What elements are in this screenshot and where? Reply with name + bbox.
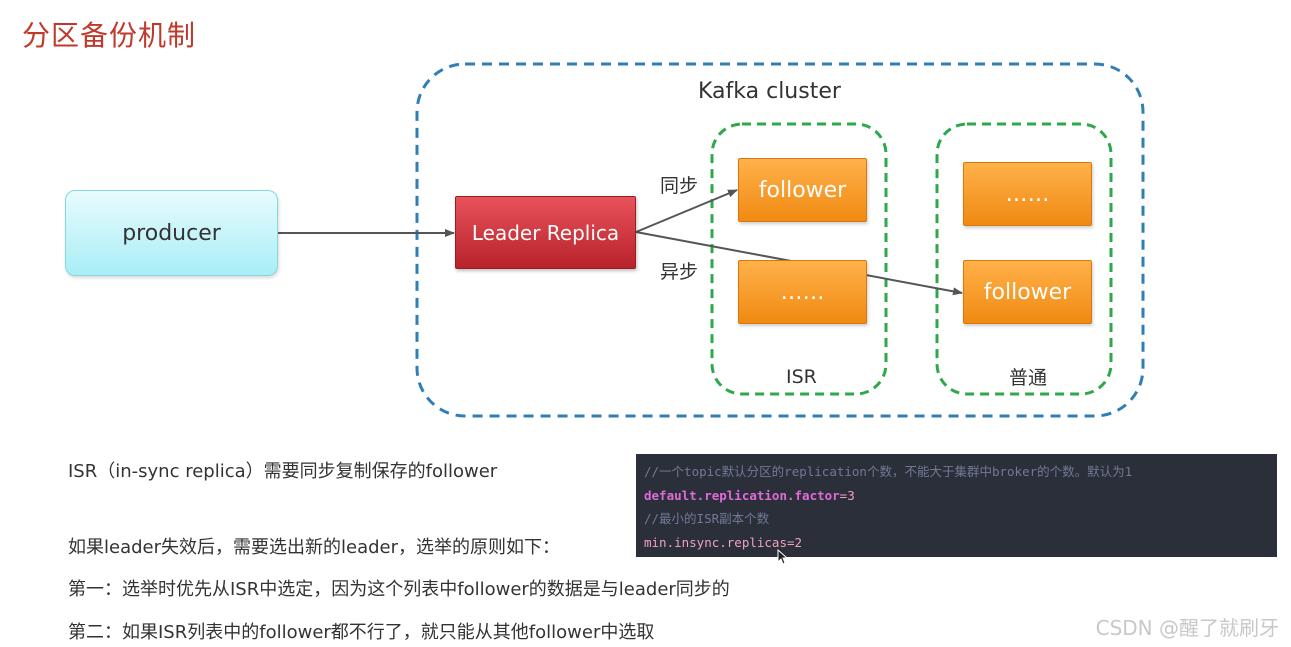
isr-ellipsis-box: …… — [738, 260, 867, 324]
code-value-2: =2 — [787, 534, 803, 550]
code-key-2: min.insync.replicas — [644, 534, 787, 550]
election-rule-1: 第一：选举时优先从ISR中选定，因为这个列表中follower的数据是与lead… — [68, 579, 730, 600]
sync-label: 同步 — [660, 175, 699, 197]
code-key-1: default.replication.factor — [644, 487, 840, 503]
election-intro: 如果leader失效后，需要选出新的leader，选举的原则如下： — [68, 537, 561, 558]
kafka-cluster-border — [415, 62, 1145, 418]
isr-description: ISR（in-sync replica）需要同步复制保存的follower — [68, 461, 498, 482]
normal-ellipsis-box: …… — [963, 162, 1092, 226]
producer-box: producer — [65, 190, 278, 276]
election-rule-2: 第二：如果ISR列表中的follower都不行了，就只能从其他follower中… — [68, 622, 655, 643]
code-line-2: min.insync.replicas=2 — [644, 531, 1269, 555]
watermark: CSDN @醒了就刷牙 — [1095, 616, 1279, 640]
mouse-cursor-icon — [777, 549, 789, 565]
async-label: 异步 — [660, 261, 699, 283]
normal-follower-box: follower — [963, 260, 1092, 324]
normal-group-label: 普通 — [1009, 367, 1048, 389]
leader-replica-box: Leader Replica — [455, 196, 636, 269]
page-title: 分区备份机制 — [22, 19, 197, 52]
code-comment-2: //最小的ISR副本个数 — [644, 511, 770, 526]
code-comment-1: //一个topic默认分区的replication个数，不能大于集群中broke… — [644, 464, 1133, 479]
cluster-label: Kafka cluster — [698, 79, 841, 104]
code-value-1: =3 — [839, 487, 855, 503]
config-code-block: //一个topic默认分区的replication个数，不能大于集群中broke… — [636, 454, 1277, 557]
sync-arrow — [635, 189, 738, 233]
code-line-1: default.replication.factor=3 — [644, 484, 1269, 508]
isr-group-label: ISR — [786, 366, 817, 388]
isr-follower-box: follower — [738, 158, 867, 222]
